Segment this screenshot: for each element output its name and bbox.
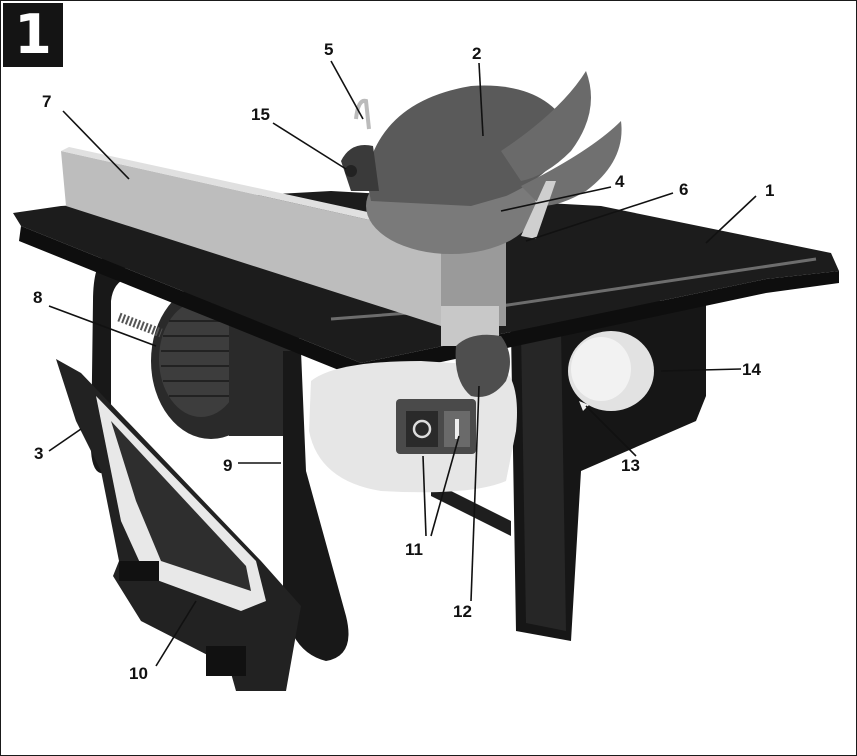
rip-fence <box>61 147 506 326</box>
leader-lines <box>48 60 757 667</box>
callout-14: 14 <box>742 360 761 379</box>
callout-6: 6 <box>679 180 689 199</box>
callout-4: 4 <box>615 172 625 191</box>
callout-3: 3 <box>34 444 44 463</box>
callout-1: 1 <box>765 181 775 200</box>
folding-stand <box>56 359 301 691</box>
tension-spring <box>117 312 163 338</box>
callout-9: 9 <box>223 456 233 475</box>
callout-8: 8 <box>33 288 43 307</box>
riving-knife <box>521 181 556 239</box>
leg-frame-front <box>283 351 349 661</box>
fence-lock-knob <box>441 306 510 397</box>
callout-10: 10 <box>129 664 148 683</box>
callout-11: 11 <box>405 540 423 559</box>
height-adjust-knob <box>568 331 654 411</box>
callout-12: 12 <box>453 602 472 621</box>
callout-13: 13 <box>621 456 640 475</box>
callout-2: 2 <box>472 44 482 63</box>
callout-5: 5 <box>324 40 334 59</box>
callout-7: 7 <box>42 92 52 111</box>
callout-15: 15 <box>251 105 270 124</box>
figure-number-badge: 1 <box>3 3 63 67</box>
switch-housing <box>309 361 517 493</box>
